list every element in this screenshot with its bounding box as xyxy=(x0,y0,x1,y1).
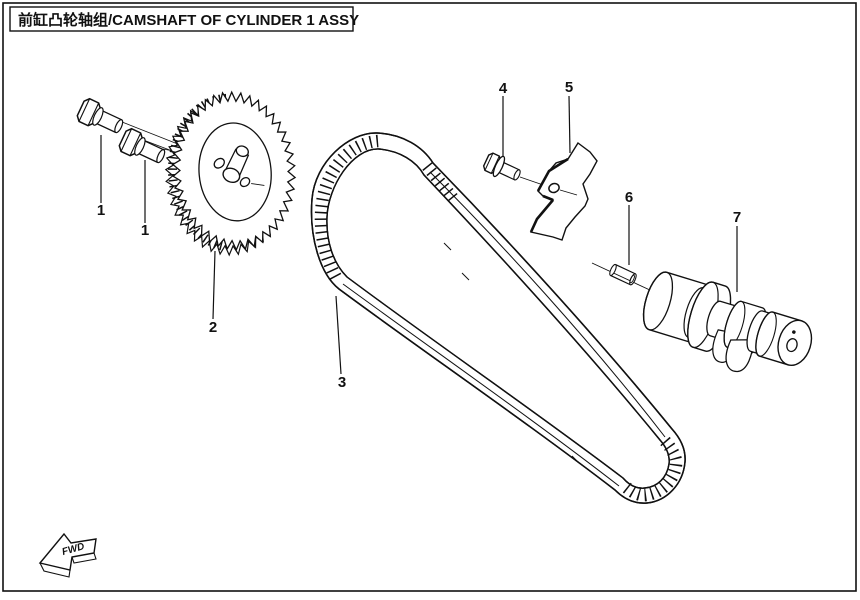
bolt-flange xyxy=(492,155,506,178)
bolt-tip xyxy=(156,149,166,164)
fwd-arrow-thickness xyxy=(39,562,71,578)
bolt-collar xyxy=(92,107,104,126)
cam-index-dot xyxy=(792,330,796,334)
bolt-shank xyxy=(138,140,164,164)
sprocket-hub xyxy=(222,145,250,184)
cam-rear-face xyxy=(642,271,674,331)
chain-link-tick xyxy=(461,272,470,281)
fwd-arrow-thickness xyxy=(71,552,97,564)
bolt-collar xyxy=(134,137,146,156)
sprocket-bolt-hole xyxy=(213,157,225,169)
callout-label-3: 3 xyxy=(338,374,346,391)
callout-label-6: 6 xyxy=(625,189,633,206)
title-block: 前缸凸轮轴组/CAMSHAFT OF CYLINDER 1 ASSY xyxy=(9,6,359,32)
plate-shadow-edge xyxy=(529,194,554,233)
axis-line xyxy=(591,262,653,292)
fwd-arrow-icon: FWD xyxy=(38,532,97,578)
part-timing-chain xyxy=(310,132,686,504)
bolt-head-facets xyxy=(78,98,100,126)
callout-label-1a: 1 xyxy=(97,202,105,219)
sprocket-bolt-hole xyxy=(239,176,251,188)
part-bolt-4 xyxy=(482,152,521,181)
pin-end xyxy=(609,263,617,277)
callout-leader-3 xyxy=(335,295,342,375)
hole-pointer-line xyxy=(251,183,265,186)
bolt-shank xyxy=(96,110,122,134)
callout-label-7: 7 xyxy=(733,209,741,226)
title-box xyxy=(9,6,354,32)
axis-line xyxy=(559,189,578,196)
page-title: 前缸凸轮轴组/CAMSHAFT OF CYLINDER 1 ASSY xyxy=(18,11,359,29)
bolt-head-facets xyxy=(120,128,142,156)
pin-sides xyxy=(610,264,636,286)
callout-labels: 1 1 2 3 4 5 6 7 xyxy=(97,79,741,391)
callout-leaders xyxy=(100,95,738,375)
bolt-tip xyxy=(513,169,521,181)
part-cam-sprocket xyxy=(164,90,297,257)
fwd-arrow-face xyxy=(38,532,97,571)
bolt-shank xyxy=(499,162,520,181)
chain-link-tick xyxy=(571,455,580,464)
part-bolt-1a xyxy=(76,97,124,134)
callout-label-2: 2 xyxy=(209,319,217,336)
cam-center-hole xyxy=(786,338,798,353)
hub-pin-base xyxy=(222,167,241,184)
pin-chamfer xyxy=(629,274,635,284)
chain-plate-line xyxy=(429,171,666,438)
part-bolt-1b xyxy=(118,127,166,164)
part-trigger-plate xyxy=(529,141,598,241)
callout-label-1b: 1 xyxy=(141,222,149,239)
chain-inner-stroke xyxy=(326,148,670,489)
chain-link-tick xyxy=(443,242,452,251)
callout-leader-5 xyxy=(568,95,571,154)
part-camshaft xyxy=(642,271,813,373)
part-dowel-pin xyxy=(609,263,637,286)
chain-plate-line xyxy=(342,283,620,487)
border-frame xyxy=(2,2,857,592)
plate-hole xyxy=(548,182,560,194)
callout-label-5: 5 xyxy=(565,79,573,96)
chain-outer-stroke xyxy=(310,132,686,504)
hub-pin-top xyxy=(235,145,249,158)
cam-front-journal-edge xyxy=(755,311,777,357)
plate-shadow-edge xyxy=(536,157,569,192)
callout-label-4: 4 xyxy=(499,80,508,97)
bolt-tip xyxy=(114,119,124,134)
callout-leader-2 xyxy=(212,250,216,320)
